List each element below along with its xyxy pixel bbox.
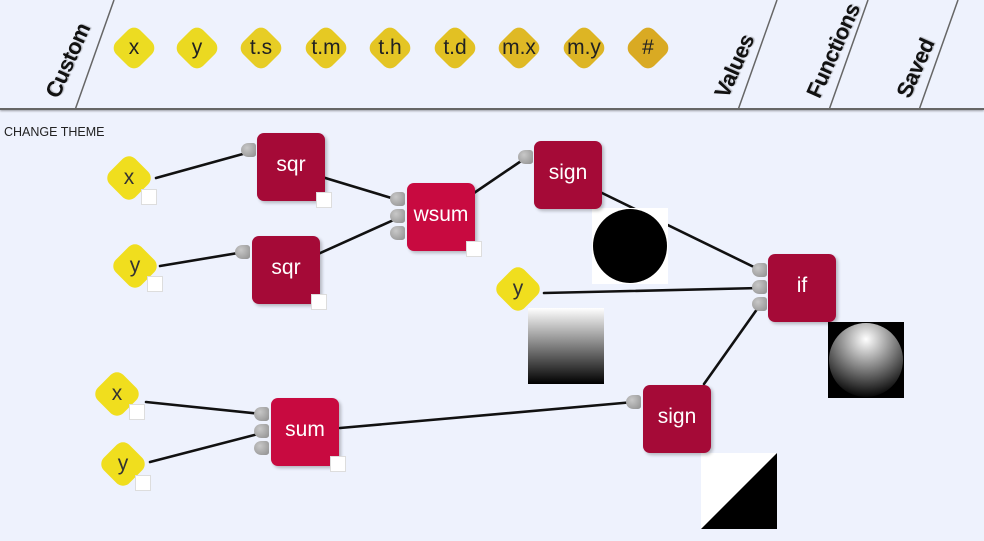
node-label: if xyxy=(796,274,808,297)
input-port[interactable] xyxy=(390,192,405,206)
wire xyxy=(148,431,264,464)
input-port[interactable] xyxy=(752,263,767,277)
node-label: y xyxy=(512,277,524,300)
output-handle[interactable] xyxy=(330,456,346,472)
palette-item-label: t.s xyxy=(249,36,273,59)
palette-item[interactable]: t.h xyxy=(365,23,415,73)
input-port[interactable] xyxy=(235,245,250,259)
wire xyxy=(158,250,246,268)
function-node-wsum[interactable]: wsum xyxy=(407,183,475,251)
wire xyxy=(316,216,400,256)
input-port[interactable] xyxy=(390,209,405,223)
palette-item[interactable]: # xyxy=(623,23,673,73)
tab-dividers xyxy=(74,0,959,110)
input-port[interactable] xyxy=(254,407,269,421)
input-port[interactable] xyxy=(390,226,405,240)
node-label: sqr xyxy=(271,256,301,279)
variable-node-x[interactable]: x xyxy=(90,367,144,421)
function-node-sum[interactable]: sum xyxy=(271,398,339,466)
wire xyxy=(472,155,529,195)
output-handle[interactable] xyxy=(311,294,327,310)
output-handle[interactable] xyxy=(135,475,151,491)
node-label: x xyxy=(111,382,123,405)
function-node-sign[interactable]: sign xyxy=(643,385,711,453)
change-theme-link[interactable]: CHANGE THEME xyxy=(4,125,105,139)
palette-item-label: y xyxy=(191,36,203,59)
wire xyxy=(702,303,762,386)
input-port[interactable] xyxy=(518,150,533,164)
input-port[interactable] xyxy=(752,297,767,311)
node-label: sqr xyxy=(276,153,306,176)
wire xyxy=(598,190,762,272)
palette-item-label: t.m xyxy=(311,36,341,59)
input-port[interactable] xyxy=(626,395,641,409)
input-port[interactable] xyxy=(254,441,269,455)
function-node-if[interactable]: if xyxy=(768,254,836,322)
variable-node-y[interactable]: y xyxy=(108,239,162,293)
wire xyxy=(542,286,762,295)
output-handle[interactable] xyxy=(141,189,157,205)
palette-item[interactable]: t.m xyxy=(301,23,351,73)
wire xyxy=(144,400,264,416)
palette-item[interactable]: m.x xyxy=(494,23,544,73)
input-port[interactable] xyxy=(752,280,767,294)
node-label: sign xyxy=(657,405,697,428)
function-node-sqr[interactable]: sqr xyxy=(257,133,325,201)
palette-item-label: # xyxy=(642,36,654,59)
output-handle[interactable] xyxy=(316,192,332,208)
wire xyxy=(320,175,400,202)
variable-node-y[interactable]: y xyxy=(96,437,150,491)
preview-var-y xyxy=(528,308,604,384)
wire xyxy=(338,400,636,430)
preview-sign-2 xyxy=(701,453,777,529)
palette-item-label: m.x xyxy=(502,36,536,59)
variable-node-y[interactable]: y xyxy=(491,262,545,316)
input-port[interactable] xyxy=(254,424,269,438)
preview-if xyxy=(828,322,904,398)
node-label: wsum xyxy=(413,203,469,226)
output-handle[interactable] xyxy=(147,276,163,292)
variable-node-x[interactable]: x xyxy=(102,151,156,205)
node-label: y xyxy=(129,254,141,277)
palette-item[interactable]: m.y xyxy=(559,23,609,73)
node-label: sum xyxy=(285,418,325,441)
function-node-sqr[interactable]: sqr xyxy=(252,236,320,304)
palette-item[interactable]: t.s xyxy=(236,23,286,73)
palette-item-label: m.y xyxy=(567,36,601,59)
node-label: y xyxy=(117,452,129,475)
palette-item[interactable]: y xyxy=(172,23,222,73)
function-node-sign[interactable]: sign xyxy=(534,141,602,209)
node-label: x xyxy=(123,166,135,189)
output-handle[interactable] xyxy=(129,404,145,420)
node-label: sign xyxy=(548,161,588,184)
palette-item-label: t.d xyxy=(443,36,467,59)
input-port[interactable] xyxy=(241,143,256,157)
wire xyxy=(154,150,252,180)
palette-item-label: t.h xyxy=(378,36,402,59)
palette-item-label: x xyxy=(128,36,140,59)
palette-item[interactable]: t.d xyxy=(430,23,480,73)
preview-sign-1 xyxy=(592,208,668,284)
output-handle[interactable] xyxy=(466,241,482,257)
palette-item[interactable]: x xyxy=(109,23,159,73)
